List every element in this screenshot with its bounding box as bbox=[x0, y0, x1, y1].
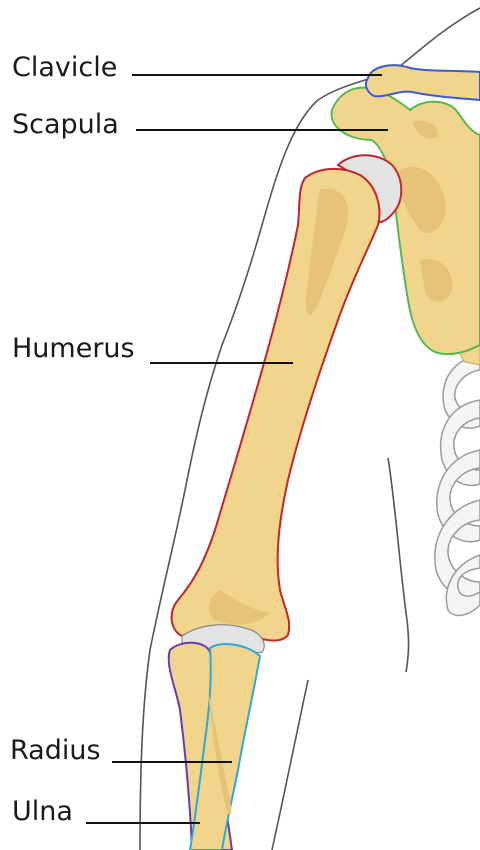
radius-label: Radius bbox=[10, 737, 101, 764]
humerus-label: Humerus bbox=[12, 335, 135, 362]
scapula-label: Scapula bbox=[12, 111, 119, 138]
humerus-bone bbox=[172, 169, 380, 641]
clavicle-bone bbox=[366, 65, 480, 100]
clavicle-label: Clavicle bbox=[12, 54, 117, 81]
rib-cage bbox=[435, 355, 480, 615]
ulna-label: Ulna bbox=[12, 798, 73, 825]
